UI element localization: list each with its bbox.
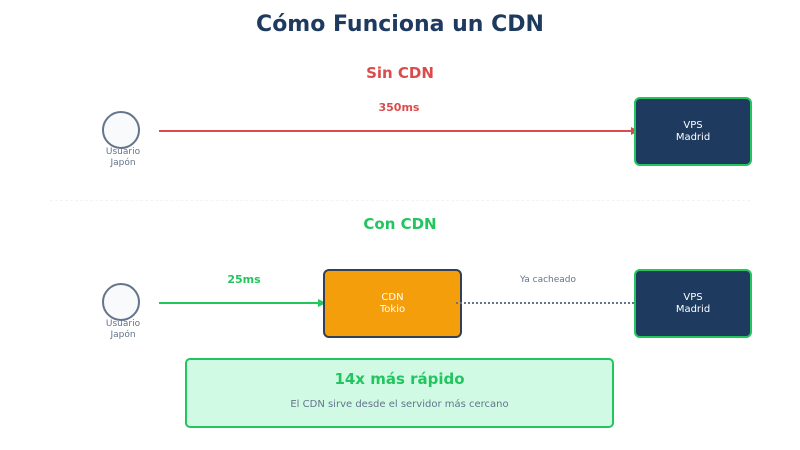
cdn-label-line2: Tokio bbox=[379, 303, 406, 315]
user-label-line1: Usuario bbox=[105, 319, 141, 329]
result-callout: 14x más rápido El CDN sirve desde el ser… bbox=[185, 358, 614, 428]
user-label-without-cdn: Usuario Japón bbox=[93, 147, 153, 169]
server-label-line2: Madrid bbox=[675, 131, 711, 143]
connection-line-with-cdn bbox=[159, 302, 319, 304]
user-label-line2: Japón bbox=[110, 330, 136, 340]
section-divider bbox=[50, 200, 750, 201]
latency-label-with-cdn: 25ms bbox=[227, 273, 261, 286]
server-label-line1: VPS bbox=[683, 119, 703, 131]
user-icon-with-cdn bbox=[102, 283, 140, 321]
user-label-with-cdn: Usuario Japón bbox=[93, 319, 153, 341]
diagram-title: Cómo Funciona un CDN bbox=[256, 12, 544, 37]
user-icon-without-cdn bbox=[102, 111, 140, 149]
server-label-line1: VPS bbox=[683, 291, 703, 303]
server-label-line2: Madrid bbox=[675, 303, 711, 315]
origin-dotted-line bbox=[456, 302, 638, 304]
user-label-line2: Japón bbox=[110, 158, 136, 168]
section-title-with-cdn: Con CDN bbox=[363, 215, 437, 233]
server-box-with-cdn: VPS Madrid bbox=[634, 269, 752, 338]
section-title-without-cdn: Sin CDN bbox=[366, 64, 434, 82]
connection-line-without-cdn bbox=[159, 130, 632, 132]
cdn-label-line1: CDN bbox=[381, 291, 404, 303]
cdn-edge-box: CDN Tokio bbox=[323, 269, 462, 338]
user-label-line1: Usuario bbox=[105, 147, 141, 157]
arrowhead-with-cdn bbox=[318, 299, 326, 307]
latency-label-without-cdn: 350ms bbox=[378, 101, 420, 114]
cache-note: Ya cacheado bbox=[519, 275, 577, 285]
result-description: El CDN sirve desde el servidor más cerca… bbox=[290, 399, 509, 410]
server-box-without-cdn: VPS Madrid bbox=[634, 97, 752, 166]
result-headline: 14x más rápido bbox=[334, 370, 465, 388]
